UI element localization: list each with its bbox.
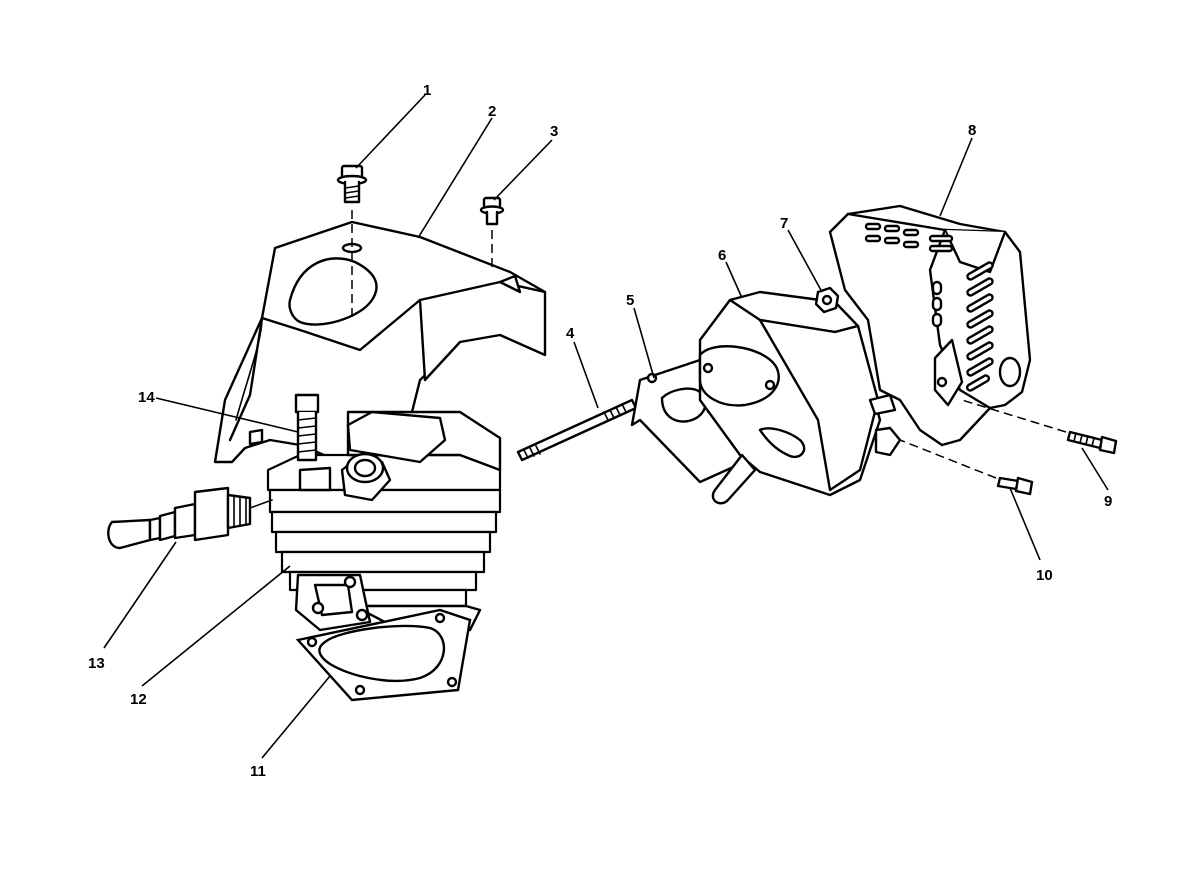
cylinder xyxy=(266,410,502,632)
callout-4: 4 xyxy=(566,325,575,342)
callout-6: 6 xyxy=(718,247,726,264)
screw-3 xyxy=(479,196,505,272)
callout-11: 11 xyxy=(250,763,266,780)
callout-9: 9 xyxy=(1104,493,1112,510)
callout-labels: 1 2 3 4 5 6 7 8 9 10 11 12 13 14 xyxy=(88,82,1112,780)
callout-8: 8 xyxy=(968,122,976,139)
callout-3: 3 xyxy=(550,123,558,140)
callout-7: 7 xyxy=(780,215,788,232)
muffler-shield xyxy=(828,204,1032,447)
base-gasket xyxy=(295,608,472,702)
screw-9 xyxy=(961,399,1118,455)
muffler-body xyxy=(698,290,902,505)
stud-4 xyxy=(516,398,638,462)
callout-leader-lines xyxy=(103,94,1109,759)
callout-2: 2 xyxy=(488,103,496,120)
callout-12: 12 xyxy=(130,691,147,708)
callout-10: 10 xyxy=(1036,567,1053,584)
spark-plug xyxy=(107,486,273,550)
screw-10 xyxy=(899,439,1034,496)
screw-1 xyxy=(336,164,368,320)
callout-13: 13 xyxy=(88,655,105,672)
nut-7 xyxy=(814,286,840,314)
callout-5: 5 xyxy=(626,292,634,309)
shield-vent-slots xyxy=(864,222,994,392)
bolt-14 xyxy=(294,393,320,462)
callout-14: 14 xyxy=(138,389,155,406)
callout-1: 1 xyxy=(423,82,431,99)
